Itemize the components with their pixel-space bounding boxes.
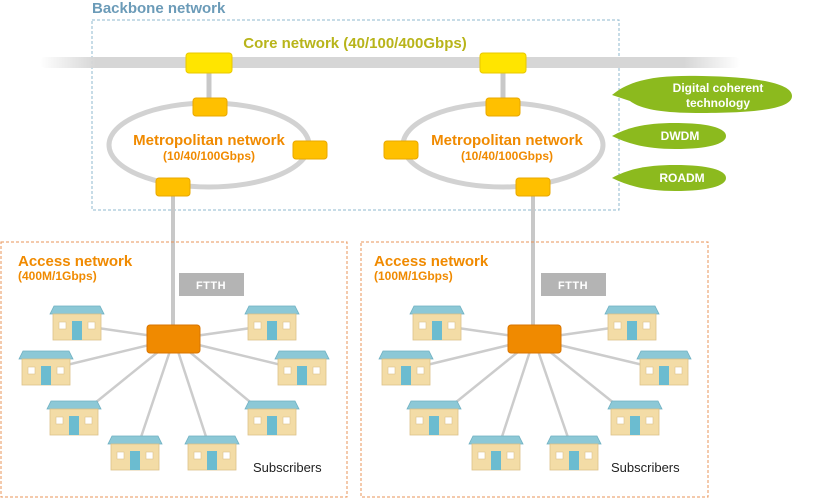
house-icon [546,435,602,471]
tech-leaf-digital-coherent-line1: Digital coherent [673,81,764,95]
house-icon [18,350,74,386]
tech-leaf-dwdm-label: DWDM [661,129,700,143]
ftth-badge-right-label: FTTH [558,280,588,292]
access-network-speed-right: (100M/1Gbps) [374,269,453,283]
access-frame-right [360,241,709,498]
access-network-label-left: Access network [18,253,133,270]
house-icon [636,350,692,386]
access-network-label-right: Access network [374,253,489,270]
core-node [479,52,527,74]
house-icon [49,305,105,341]
core-network-label: Core network (40/100/400Gbps) [243,35,466,52]
house-icon [378,350,434,386]
access-network-speed-left: (400M/1Gbps) [18,269,97,283]
access-frame-left [0,241,348,498]
metro-node [155,177,191,197]
metro-network-speed-right: (10/40/100Gbps) [461,149,553,163]
metro-node [383,140,419,160]
house-icon [607,400,663,436]
ftth-badge-right [541,273,606,296]
backbone-title: Backbone network [92,0,226,17]
house-icon [604,305,660,341]
metro-node [192,97,228,117]
metro-node [485,97,521,117]
house-icon [46,400,102,436]
core-backbone-bar [40,57,740,68]
house-icon [409,305,465,341]
house-icon [107,435,163,471]
metro-network-label-left: Metropolitan network [133,132,285,149]
house-icon [274,350,330,386]
tech-leaf-roadm: ROADM [612,165,726,191]
metro-node [292,140,328,160]
house-icon [184,435,240,471]
tech-leaf-digital-coherent-line2: technology [686,96,750,110]
house-icon [406,400,462,436]
subscribers-label-right: Subscribers [611,460,680,475]
house-icon [244,305,300,341]
ftth-badge-left-label: FTTH [196,280,226,292]
ftth-badge-left [179,273,244,296]
metro-network-speed-left: (10/40/100Gbps) [163,149,255,163]
tech-leaf-digital-coherent: Digital coherent technology [612,75,792,113]
house-icon [468,435,524,471]
tech-leaf-dwdm: DWDM [612,123,726,149]
tech-leaf-roadm-label: ROADM [659,171,704,185]
backbone-frame [91,19,620,211]
house-icon [244,400,300,436]
metro-node [515,177,551,197]
subscribers-label-left: Subscribers [253,460,322,475]
access-hub-left [146,324,201,354]
access-hub-right [507,324,562,354]
core-node [185,52,233,74]
metro-network-label-right: Metropolitan network [431,132,583,149]
